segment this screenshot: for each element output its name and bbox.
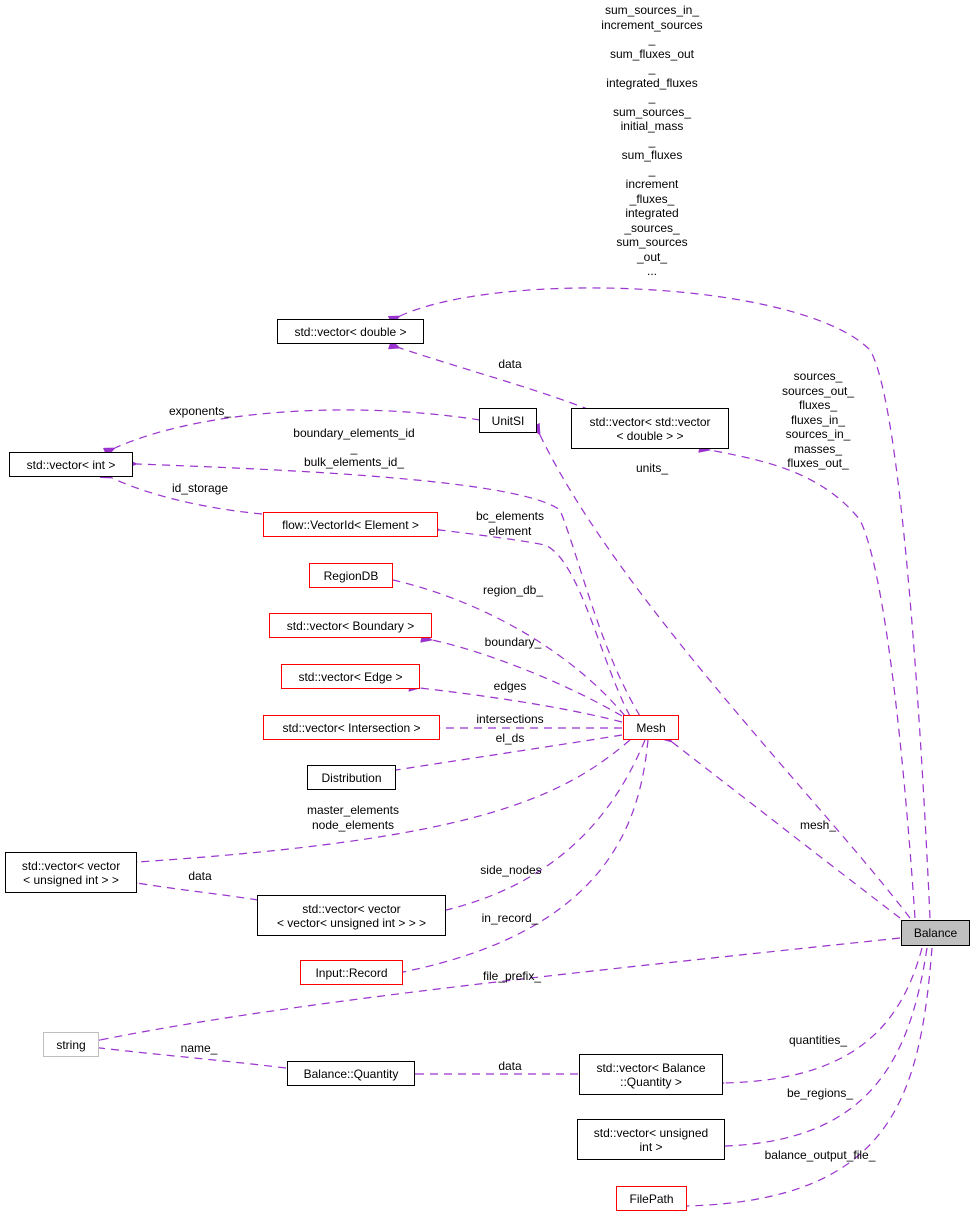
node-balance[interactable]: Balance [901, 920, 970, 946]
edge-label-be-regions: be_regions_ [786, 1086, 854, 1100]
edge-label-bc-elements: bc_elements element [475, 509, 545, 538]
node-mesh[interactable]: Mesh [623, 715, 679, 740]
node-vector-vector-double[interactable]: std::vector< std::vector < double > > [571, 408, 729, 449]
edge-label-double-members: sum_sources_in_ increment_sources _ sum_… [601, 3, 703, 278]
edge-label-intersections: intersections [476, 712, 544, 726]
edge-label-el-ds: el_ds [495, 731, 525, 745]
node-filepath[interactable]: FilePath [616, 1186, 687, 1211]
node-vector-double[interactable]: std::vector< double > [277, 319, 424, 344]
node-vector-balance-quantity[interactable]: std::vector< Balance ::Quantity > [579, 1054, 723, 1095]
node-balance-quantity[interactable]: Balance::Quantity [287, 1061, 415, 1086]
edge-label-vvu-data: data [188, 869, 212, 883]
edge-label-file-prefix: file_prefix_ [482, 969, 542, 983]
edge-label-side-nodes: side_nodes [480, 863, 542, 877]
node-vector-vector-vector-uint[interactable]: std::vector< vector < vector< unsigned i… [257, 895, 446, 936]
node-vector-intersection[interactable]: std::vector< Intersection > [263, 715, 440, 740]
edge-label-vvd-data: data [498, 357, 522, 371]
node-vector-edge[interactable]: std::vector< Edge > [281, 664, 420, 689]
edge-label-region-db: region_db_ [482, 583, 544, 597]
edge-label-id-storage: id_storage [171, 481, 229, 495]
edge-label-quantity-data: data [498, 1059, 522, 1073]
edge-label-vvd-members: sources_ sources_out_ fluxes_ fluxes_in_… [781, 369, 855, 470]
node-input-record[interactable]: Input::Record [300, 960, 403, 985]
edge-label-quantities: quantities_ [788, 1033, 848, 1047]
node-vector-vector-uint[interactable]: std::vector< vector < unsigned int > > [5, 852, 137, 893]
node-unitsi[interactable]: UnitSI [479, 408, 537, 433]
node-vector-unsigned-int[interactable]: std::vector< unsigned int > [577, 1119, 725, 1160]
node-distribution[interactable]: Distribution [307, 765, 396, 790]
edge-label-mesh: mesh_ [799, 818, 837, 832]
node-string[interactable]: string [43, 1032, 99, 1057]
node-flow-vectorid-element[interactable]: flow::VectorId< Element > [263, 512, 438, 537]
edge-label-elements-id: boundary_elements_id _ bulk_elements_id_ [293, 426, 415, 469]
edge-label-in-record: in_record_ [481, 911, 539, 925]
edge-label-exponents: exponents_ [168, 404, 232, 418]
node-vector-boundary[interactable]: std::vector< Boundary > [269, 613, 432, 638]
edge-label-balance-output-file: balance_output_file_ [764, 1148, 876, 1162]
edge-label-units: units_ [635, 461, 669, 475]
edge-label-boundary: boundary_ [484, 635, 542, 649]
node-regiondb[interactable]: RegionDB [309, 563, 393, 588]
node-vector-int[interactable]: std::vector< int > [9, 452, 133, 477]
edge-label-master-elements: master_elements node_elements [306, 803, 400, 832]
edge-label-edges: edges [493, 679, 527, 693]
edge-label-name: name_ [180, 1041, 218, 1055]
